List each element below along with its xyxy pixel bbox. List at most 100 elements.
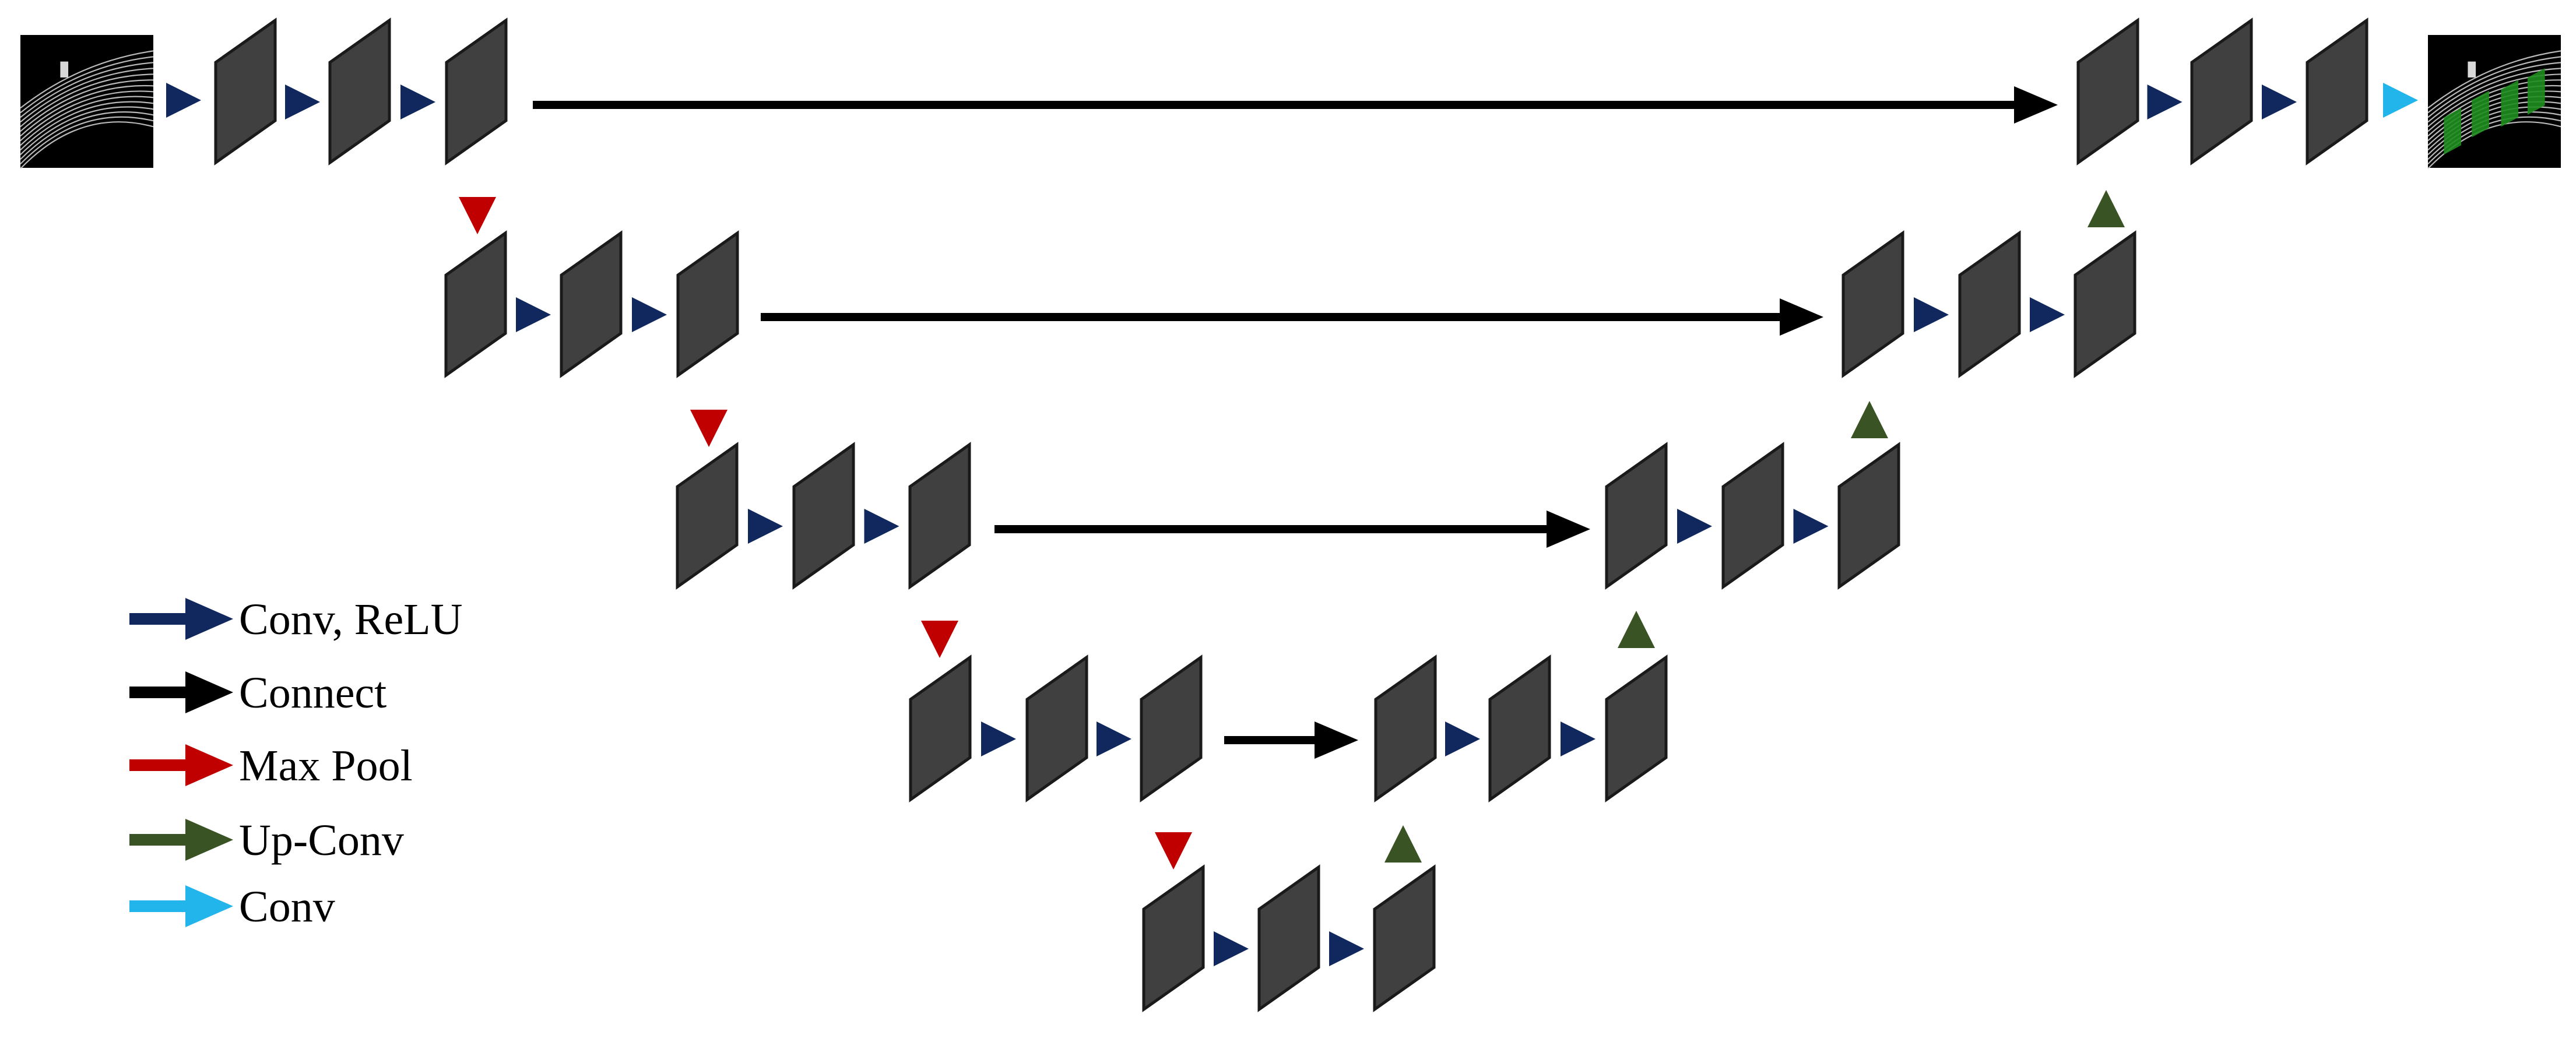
encoder-level-2-map-2 (560, 230, 623, 378)
skip-connection-level-1 (533, 86, 2058, 124)
encoder-level-1-map-1 (214, 17, 277, 166)
output-conv-arrow (2383, 83, 2418, 118)
legend-label: Conv, ReLU (239, 595, 463, 644)
scan-line (20, 101, 154, 151)
encoder-level-4-map-3 (1140, 654, 1203, 802)
scan-line (20, 68, 154, 123)
decoder-level-4-conv-relu-arrow-1 (1445, 721, 1480, 756)
up-conv-arrow-1 (1384, 825, 1422, 863)
encoder-level-4-map-1 (909, 654, 972, 802)
encoder-level-1-conv-relu-arrow-2 (400, 85, 435, 119)
connect-arrow-head (1780, 298, 1823, 336)
decoder-level-3-conv-relu-arrow-2 (1793, 509, 1829, 544)
legend-item-max-pool: Max Pool (129, 741, 413, 790)
scan-line (20, 56, 154, 114)
skip-connection-level-2 (761, 298, 1823, 336)
input-conv-relu-arrow (166, 83, 201, 118)
bottleneck-map-3 (1373, 864, 1436, 1012)
scan-line (2427, 111, 2561, 160)
scan-line (20, 85, 154, 137)
scan-line (20, 116, 154, 165)
legend-arrow-head (185, 885, 233, 927)
legend-arrow-head (185, 819, 233, 861)
encoder-level-2-map-1 (444, 230, 507, 378)
encoder-level-4-conv-relu-arrow-1 (981, 721, 1016, 756)
encoder-level-3-map-3 (908, 442, 971, 590)
decoder-level-2-conv-relu-arrow-1 (1914, 297, 1949, 332)
up-conv-arrow-3 (1851, 401, 1888, 438)
decoder-level-2-map-2 (1958, 230, 2021, 378)
legend-label: Max Pool (239, 741, 413, 790)
segmentation-region-3 (2501, 80, 2519, 127)
decoder-level-1-map-3 (2306, 17, 2368, 166)
output-segmented-image (2427, 35, 2561, 170)
encoder-level-1-conv-relu-arrow-1 (285, 85, 320, 119)
encoder-level-2-conv-relu-arrow-2 (632, 297, 667, 332)
decoder-level-1-map-2 (2190, 17, 2253, 166)
segmentation-region-4 (2528, 68, 2545, 115)
up-conv-arrow-4 (2087, 190, 2125, 227)
legend-arrow-head (185, 671, 233, 713)
segmentation-region-1 (2444, 108, 2461, 155)
legend-item-conv: Conv (129, 882, 335, 931)
max-pool-arrow-3 (921, 621, 958, 658)
up-conv-arrow-2 (1618, 611, 1655, 648)
connect-arrow-head (2014, 86, 2058, 124)
max-pool-arrow-1 (459, 197, 496, 234)
decoder-level-3-map-1 (1605, 442, 1668, 590)
scan-line (20, 79, 154, 132)
input-lidar-image (20, 35, 154, 170)
scan-line (20, 96, 154, 146)
skip-connection-level-4 (1224, 721, 1358, 759)
decoder-level-2-map-3 (2074, 230, 2136, 378)
encoder-level-3-conv-relu-arrow-1 (748, 509, 783, 544)
decoder-level-4-map-3 (1605, 654, 1668, 802)
encoder-level-1-map-2 (328, 17, 391, 166)
bottleneck-conv-relu-arrow-1 (1214, 931, 1249, 966)
decoder-level-3-map-3 (1837, 442, 1900, 590)
legend-label: Up-Conv (239, 816, 404, 865)
scan-line (20, 121, 154, 170)
scan-line (20, 106, 154, 156)
legend-arrow-head (185, 598, 233, 640)
scan-line (20, 50, 154, 109)
scan-line (2427, 106, 2561, 156)
scan-line (20, 90, 154, 142)
max-pool-arrow-4 (1155, 832, 1192, 870)
scan-line (20, 111, 154, 160)
skip-connection-level-3 (994, 511, 1590, 548)
scan-object (60, 61, 69, 78)
max-pool-arrow-2 (690, 410, 728, 447)
scan-line (2427, 116, 2561, 165)
scan-line (2427, 56, 2561, 114)
decoder-level-4-conv-relu-arrow-2 (1561, 721, 1595, 756)
bottleneck-conv-relu-arrow-2 (1329, 931, 1364, 966)
segmentation-region-2 (2472, 90, 2489, 138)
connect-arrow-head (1315, 721, 1358, 759)
legend-item-connect: Connect (129, 668, 386, 717)
scan-object (2468, 61, 2476, 78)
encoder-level-2-map-3 (676, 230, 739, 378)
bottleneck-map-2 (1257, 864, 1320, 1012)
scan-line (2427, 121, 2561, 170)
decoder-level-2-conv-relu-arrow-2 (2030, 297, 2065, 332)
bottleneck-map-1 (1142, 864, 1205, 1012)
legend-item-conv-relu: Conv, ReLU (129, 595, 463, 644)
encoder-level-2-conv-relu-arrow-1 (516, 297, 551, 332)
decoder-level-1-map-1 (2076, 17, 2139, 166)
decoder-level-1-conv-relu-arrow-1 (2147, 85, 2183, 119)
decoder-level-3-map-2 (1721, 442, 1784, 590)
encoder-level-3-conv-relu-arrow-2 (864, 509, 899, 544)
encoder-level-1-map-3 (445, 17, 508, 166)
legend-arrow-head (185, 744, 233, 786)
encoder-level-3-map-1 (676, 442, 739, 590)
encoder-level-4-map-2 (1025, 654, 1088, 802)
legend-label: Connect (239, 668, 386, 717)
scan-line (2427, 62, 2561, 118)
legend-label: Conv (239, 882, 335, 931)
decoder-level-4-map-2 (1488, 654, 1551, 802)
scan-line (2427, 50, 2561, 109)
connect-arrow-head (1547, 511, 1590, 548)
decoder-level-4-map-1 (1374, 654, 1437, 802)
